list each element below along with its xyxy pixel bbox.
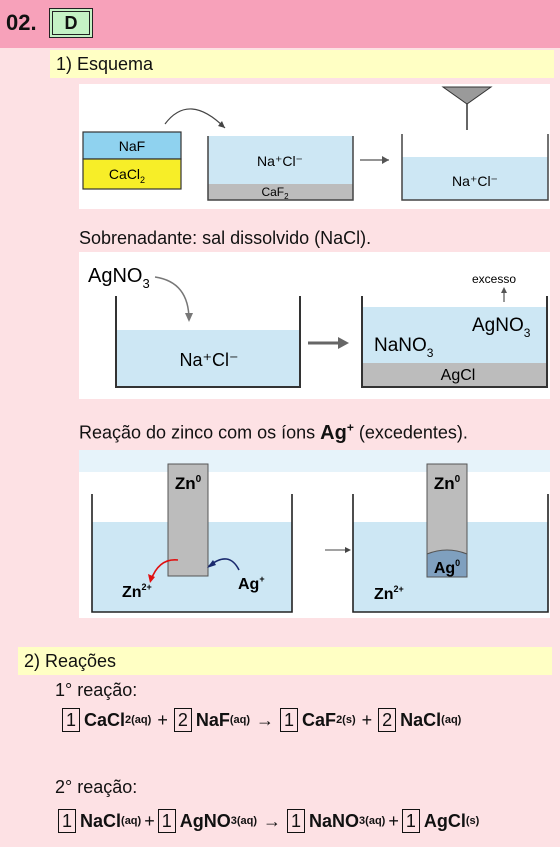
coef-2: 1 bbox=[157, 809, 176, 833]
beaker2 bbox=[361, 296, 548, 388]
funnel bbox=[441, 86, 493, 105]
beaker1 bbox=[207, 136, 354, 201]
pour-arrow bbox=[164, 108, 226, 129]
ag0-label: Ag0 bbox=[434, 558, 460, 577]
answer-letter: D bbox=[64, 13, 78, 33]
scheme-diagram-2: AgNO3 Na⁺Cl⁻ excesso AgNO3 NaNO3 AgCl bbox=[79, 252, 550, 399]
agcl-label: AgCl bbox=[441, 367, 476, 384]
agno3-excess: AgNO3 bbox=[472, 315, 531, 340]
reaction-1-label: 1° reação: bbox=[55, 680, 138, 700]
beaker2-solution bbox=[362, 307, 547, 363]
coef-3: 1 bbox=[287, 809, 306, 833]
reaction-2-label: 2° reação: bbox=[55, 777, 138, 797]
beaker1-label: Na⁺Cl⁻ bbox=[257, 153, 303, 169]
silver-deposit bbox=[426, 549, 468, 578]
cacl2-label: CaCl2 bbox=[109, 166, 145, 185]
coef-1: 1 bbox=[62, 708, 81, 732]
scheme-diagram-1: NaF CaCl2 Na⁺Cl⁻ CaF2 Na⁺Cl⁻ bbox=[79, 84, 550, 209]
naf-label: NaF bbox=[119, 138, 145, 154]
beaker2 bbox=[352, 494, 549, 613]
answer-box: D bbox=[49, 8, 93, 38]
zinc-text: Reação do zinco com os íons Ag+ (exceden… bbox=[79, 420, 468, 444]
beaker2-label: Na⁺Cl⁻ bbox=[452, 173, 498, 189]
coef-2: 2 bbox=[173, 708, 192, 732]
section-2-title: 2) Reações bbox=[18, 647, 552, 675]
zn2-ion-label-2: Zn2+ bbox=[374, 584, 404, 603]
scheme-diagram-3: Zn0 Zn2+ Ag+ Zn0 Ag0 Zn2+ bbox=[79, 450, 550, 618]
agcl-precipitate bbox=[362, 363, 547, 387]
ag-ion-label: Ag+ bbox=[238, 574, 265, 593]
excess-label: excesso bbox=[472, 272, 516, 286]
coef-4: 2 bbox=[378, 708, 397, 732]
coef-1: 1 bbox=[58, 809, 77, 833]
supernatant-text: Sobrenadante: sal dissolvido (NaCl). bbox=[79, 228, 372, 248]
zinc-rod-1 bbox=[167, 463, 209, 577]
nano3-label: NaNO3 bbox=[374, 335, 434, 360]
coef-3: 1 bbox=[280, 708, 299, 732]
zn2-ion-label: Zn2+ bbox=[122, 582, 152, 601]
caf2-label: CaF2 bbox=[261, 185, 289, 201]
question-number: 02. bbox=[6, 10, 37, 35]
caf2-precipitate bbox=[208, 184, 353, 200]
beaker1-solution bbox=[208, 136, 353, 184]
coef-4: 1 bbox=[401, 809, 420, 833]
naf-layer bbox=[82, 131, 182, 160]
beaker2-solution bbox=[402, 157, 548, 200]
beaker2 bbox=[401, 134, 549, 201]
cacl2-layer bbox=[82, 158, 182, 190]
beaker1 bbox=[91, 494, 293, 613]
zn0-label-2: Zn0 bbox=[434, 474, 461, 493]
question-header bbox=[0, 0, 560, 48]
section-1-title: 1) Esquema bbox=[50, 50, 554, 78]
zn0-label-1: Zn0 bbox=[175, 474, 202, 493]
add-arrow bbox=[154, 276, 190, 321]
agno3-reagent: AgNO3 bbox=[88, 265, 150, 291]
beaker1 bbox=[115, 296, 301, 388]
beaker1-label: Na⁺Cl⁻ bbox=[179, 350, 238, 370]
beaker1-solution bbox=[116, 330, 300, 387]
